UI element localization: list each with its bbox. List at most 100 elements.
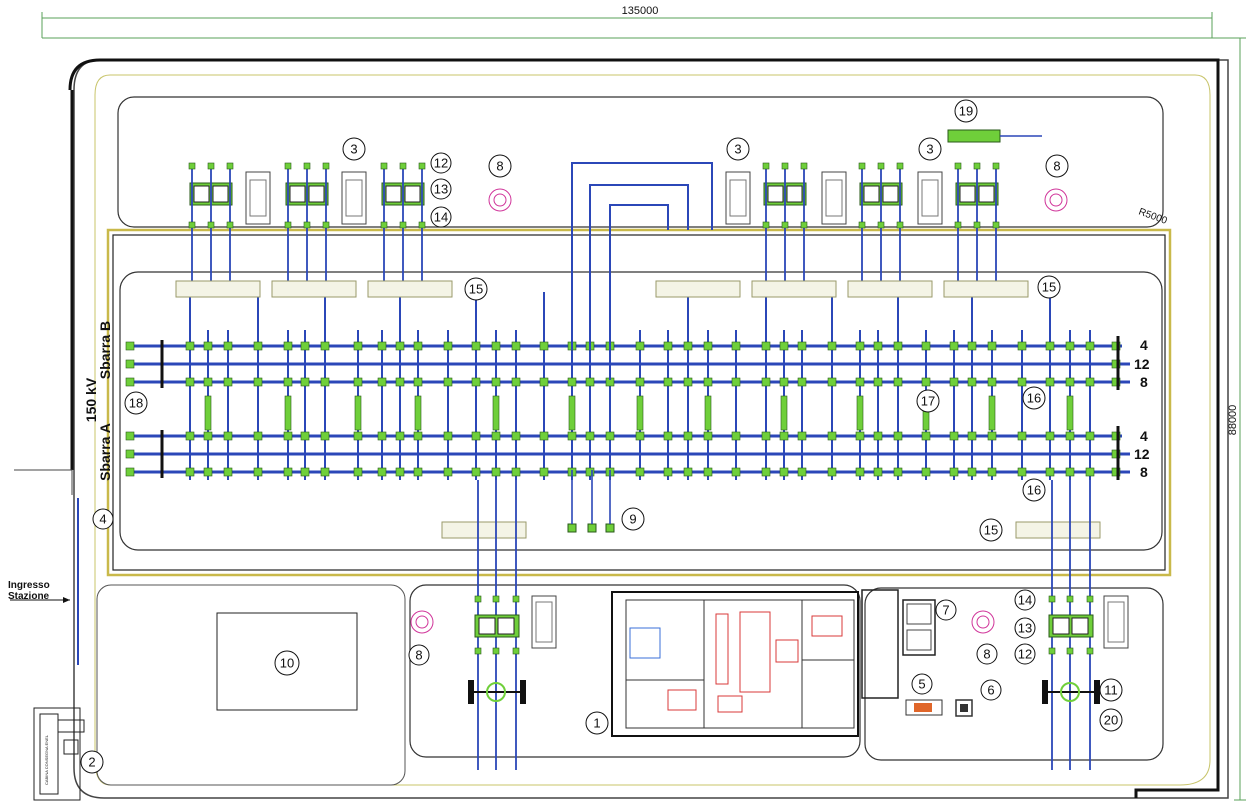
busbar-terminal [1111, 431, 1121, 441]
transformer-module [380, 162, 426, 290]
callout-15: 15 [464, 277, 488, 301]
callout-18: 18 [124, 391, 148, 415]
building-7-room [906, 629, 932, 651]
callout-4: 4 [92, 508, 114, 530]
bay-group [125, 292, 1121, 480]
radius-label: R5000 [1137, 206, 1169, 227]
callout-number: 2 [88, 755, 95, 770]
bay [491, 330, 501, 480]
bay-label: 4 [1140, 337, 1148, 353]
callout-number: 14 [1018, 593, 1032, 608]
callout-number: 4 [99, 512, 106, 527]
south-feeder [1042, 480, 1100, 770]
callout-3: 3 [726, 137, 750, 161]
bay [779, 330, 789, 480]
bay [203, 330, 213, 480]
callout-9: 9 [621, 507, 645, 531]
bay [511, 330, 521, 480]
callout-19: 19 [954, 99, 978, 123]
busbar-terminal [125, 449, 135, 459]
callout-number: 8 [1053, 159, 1060, 174]
busbar-terminal [125, 359, 135, 369]
busbar-terminal [125, 431, 135, 441]
callout-number: 19 [959, 104, 973, 119]
bay [967, 292, 977, 480]
top-feeder-route [571, 162, 713, 380]
rail-groups [175, 280, 1101, 539]
guard-house [33, 707, 85, 801]
callout-number: 13 [1018, 621, 1032, 636]
callout-number: 16 [1027, 391, 1041, 406]
generator-5-detail [914, 703, 932, 712]
bay [377, 330, 387, 480]
callout-7: 7 [935, 599, 957, 621]
bay [443, 330, 453, 480]
bay [413, 330, 423, 480]
busbar-terminal [1111, 377, 1121, 387]
bay [663, 330, 673, 480]
entrance-label: Ingresso [8, 580, 50, 591]
callout-13: 13 [1014, 617, 1036, 639]
bay [1065, 330, 1075, 480]
callout-number: 15 [469, 282, 483, 297]
transformer-module [858, 162, 904, 290]
callout-8: 8 [976, 643, 998, 665]
callout-number: 18 [129, 396, 143, 411]
bay [797, 330, 807, 480]
main-yard-inner [112, 234, 1166, 571]
disconnector-9 [567, 523, 577, 533]
transformer-outline [725, 171, 751, 225]
busbar-terminal [1111, 341, 1121, 351]
transformer-outline [821, 171, 847, 225]
callout-14: 14 [1014, 589, 1036, 611]
south-left-area [96, 584, 406, 786]
callout-15: 15 [979, 518, 1003, 542]
bay [300, 330, 310, 480]
callout-5: 5 [911, 673, 933, 695]
disconnector-9 [605, 523, 615, 533]
busbar-terminal [125, 341, 135, 351]
callout-10: 10 [274, 650, 300, 676]
bay [283, 330, 293, 480]
bay [539, 292, 549, 480]
entrance-path [14, 469, 73, 495]
bay [987, 330, 997, 480]
transformer-outline [341, 171, 367, 225]
bay [635, 330, 645, 480]
callout-15: 15 [1037, 275, 1061, 299]
callout-number: 16 [1027, 483, 1041, 498]
north-area [117, 96, 1164, 228]
bay [893, 292, 903, 480]
callout-number: 12 [1018, 647, 1032, 662]
callout-12: 12 [430, 152, 452, 174]
callout-number: 6 [987, 683, 994, 698]
callout-number: 17 [921, 394, 935, 409]
transformer-outline [917, 171, 943, 225]
callout-number: 15 [1042, 280, 1056, 295]
callout-3: 3 [342, 137, 366, 161]
callout-6: 6 [980, 679, 1002, 701]
bay-label: 4 [1140, 428, 1148, 444]
callout-11: 11 [1099, 678, 1123, 702]
south-feeder [468, 480, 526, 770]
bay [1085, 330, 1095, 480]
callout-number: 13 [434, 182, 448, 197]
busbar-system-b [128, 344, 1130, 384]
callout-20: 20 [1099, 708, 1123, 732]
main-yard [119, 271, 1163, 551]
callout-number: 3 [734, 142, 741, 157]
transformer-outline [245, 171, 271, 225]
building-7 [902, 599, 936, 656]
callout-1: 1 [585, 711, 609, 735]
busbar-a-label: Sbarra A [97, 423, 113, 481]
callout-16: 16 [1022, 478, 1046, 502]
voltage-label: 150 kV [83, 377, 99, 422]
busbar-terminal [1111, 467, 1121, 477]
bay [471, 292, 481, 480]
bay [827, 292, 837, 480]
busbar-terminal [1111, 449, 1121, 459]
bay [855, 330, 865, 480]
bay-label: 12 [1134, 446, 1150, 462]
callout-number: 5 [918, 677, 925, 692]
